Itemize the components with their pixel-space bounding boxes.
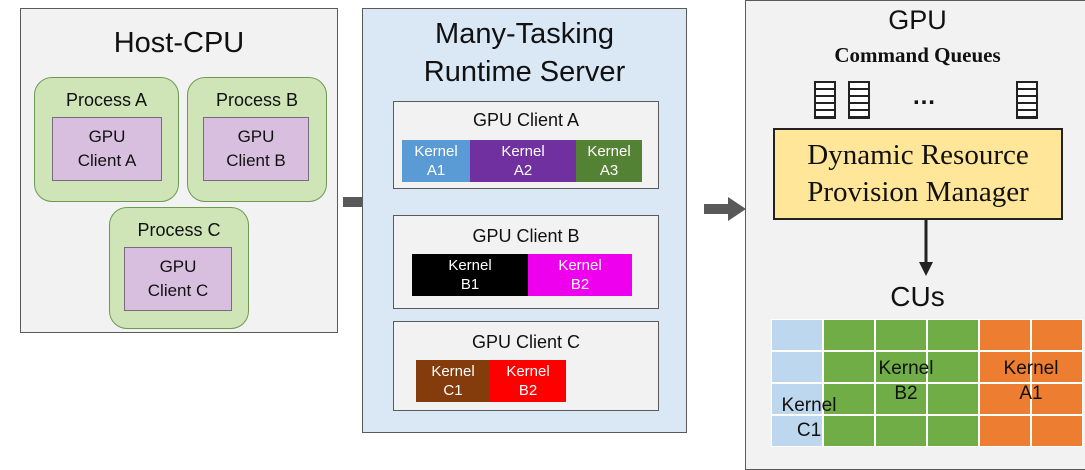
- kernel-b2: Kernel B2: [528, 254, 632, 296]
- runtime-client-b: GPU Client B Kernel B1 Kernel B2: [393, 215, 659, 309]
- compute-unit-cell: [875, 351, 927, 383]
- compute-unit-cell: [823, 415, 875, 447]
- kernel-a2: Kernel A2: [470, 140, 576, 182]
- kernel-a3: Kernel A3: [576, 140, 642, 182]
- queue-icon: [1016, 81, 1038, 119]
- runtime-client-c-label: GPU Client C: [471, 332, 581, 352]
- gpu-title: GPU: [888, 5, 947, 35]
- process-b-label: Process B: [215, 90, 299, 110]
- compute-unit-cell: [1031, 415, 1083, 447]
- compute-unit-cell: [771, 319, 823, 351]
- compute-unit-cell: [927, 351, 979, 383]
- gpu-client-c-box: GPU Client C: [124, 247, 232, 311]
- compute-unit-cell: [823, 383, 875, 415]
- compute-unit-cell: [979, 415, 1031, 447]
- kernel-a1: Kernel A1: [402, 140, 470, 182]
- runtime-client-c: GPU Client C Kernel C1 Kernel B2: [393, 321, 659, 411]
- compute-unit-cell: [823, 351, 875, 383]
- compute-unit-cell: [875, 383, 927, 415]
- process-c-label: Process C: [137, 220, 221, 240]
- cus-label: CUs: [890, 281, 945, 312]
- cu-kernel-b2: Kernel B2: [878, 358, 934, 404]
- cu-kernel-c1: Kernel C1: [781, 395, 837, 441]
- compute-unit-cell: [1031, 351, 1083, 383]
- runtime-server-title: Many-Tasking Runtime Server: [423, 18, 626, 88]
- queue-icon: [848, 81, 870, 119]
- compute-unit-cell: [875, 319, 927, 351]
- cu-kernel-a1: Kernel A1: [1003, 358, 1059, 404]
- process-c: Process C GPU Client C: [109, 207, 249, 329]
- runtime-server-panel: Many-Tasking Runtime Server GPU Client A…: [362, 8, 687, 433]
- compute-unit-cell: [927, 383, 979, 415]
- compute-unit-cell: [1031, 383, 1083, 415]
- compute-unit-cell: [927, 415, 979, 447]
- queue-ellipsis: …: [912, 83, 936, 110]
- command-queues-label: Command Queues: [834, 43, 1001, 67]
- queue-icon: [814, 81, 836, 119]
- compute-unit-cell: [771, 383, 823, 415]
- runtime-client-a-label: GPU Client A: [472, 110, 580, 130]
- compute-unit-cell: [979, 383, 1031, 415]
- process-b: Process B GPU Client B: [187, 77, 327, 202]
- compute-unit-cell: [823, 319, 875, 351]
- compute-unit-cell: [875, 415, 927, 447]
- kernel-b1: Kernel B1: [412, 254, 528, 296]
- cu-grid: Kernel C1 Kernel B2 Kernel A1: [771, 319, 1085, 451]
- kernel-c-b2: Kernel B2: [490, 360, 566, 402]
- gpu-client-b-box: GPU Client B: [203, 117, 309, 181]
- compute-unit-cell: [979, 319, 1031, 351]
- process-a-label: Process A: [65, 90, 148, 110]
- compute-unit-cell: [1031, 319, 1083, 351]
- compute-unit-cell: [927, 319, 979, 351]
- gpu-panel: GPU Command Queues … Dynamic Resource Pr…: [745, 0, 1085, 470]
- compute-unit-cell: [771, 415, 823, 447]
- gpu-client-a-box: GPU Client A: [52, 117, 162, 181]
- arrow-right-icon: [704, 197, 746, 221]
- resource-manager-box: Dynamic Resource Provision Manager: [773, 128, 1063, 220]
- compute-unit-cell: [771, 351, 823, 383]
- compute-unit-cell: [979, 351, 1031, 383]
- process-a: Process A GPU Client A: [34, 77, 179, 202]
- host-cpu-panel: Host-CPU Process A GPU Client A Process …: [20, 8, 338, 333]
- runtime-client-b-label: GPU Client B: [472, 226, 580, 246]
- host-cpu-title: Host-CPU: [113, 27, 245, 59]
- kernel-c1: Kernel C1: [416, 360, 490, 402]
- arrow-down-icon: [919, 220, 933, 276]
- runtime-client-a: GPU Client A Kernel A1 Kernel A2 Kernel …: [393, 101, 659, 189]
